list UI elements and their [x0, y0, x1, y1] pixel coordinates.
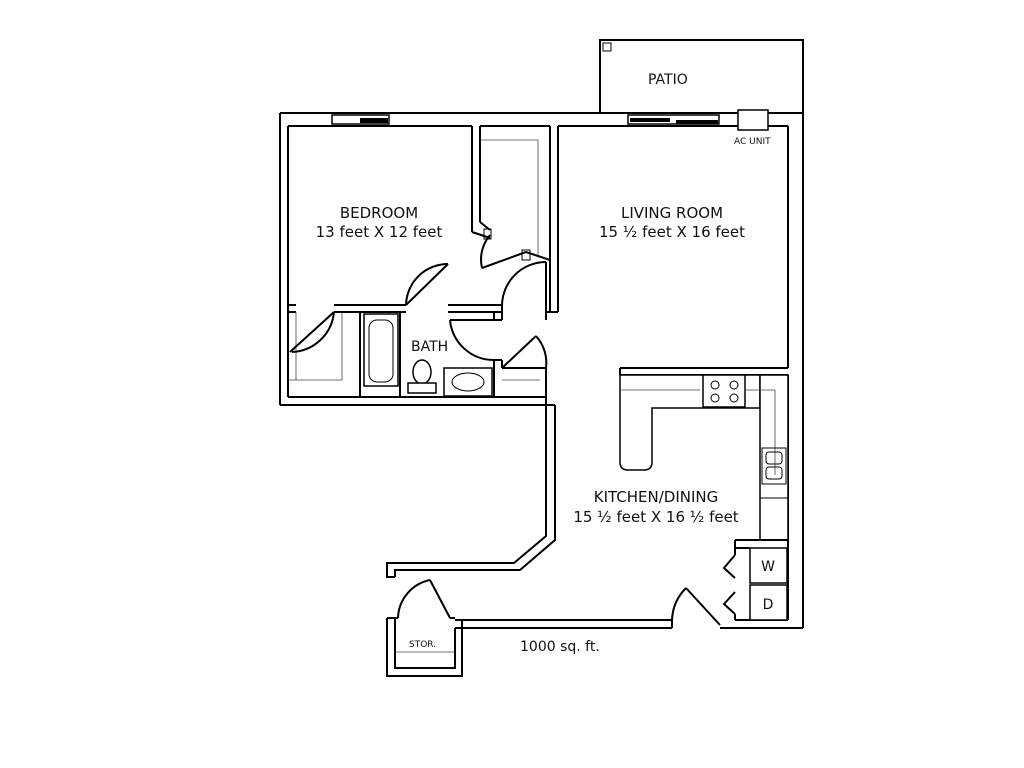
total-area-label: 1000 sq. ft.	[520, 639, 600, 655]
washer-label: W	[761, 559, 775, 575]
ac-unit-label: AC UNIT	[734, 137, 771, 147]
interior-walls	[288, 126, 788, 397]
kitchen-dining-name-label: KITCHEN/DINING	[594, 488, 719, 506]
patio-label: PATIO	[648, 72, 688, 88]
bath-fixtures	[363, 313, 493, 397]
storage-label: STOR.	[409, 640, 436, 650]
doors	[289, 234, 736, 626]
patio-area	[599, 39, 804, 113]
bath-label: BATH	[411, 339, 448, 355]
kitchen-fixtures	[619, 374, 789, 621]
bedroom-size-label: 13 feet X 12 feet	[316, 223, 443, 241]
kitchen-dining-size-label: 15 ½ feet X 16 ½ feet	[573, 508, 738, 526]
dryer-label: D	[763, 597, 774, 613]
windows	[331, 109, 769, 131]
storage-closet	[386, 617, 463, 677]
living-room-size-label: 15 ½ feet X 16 feet	[599, 223, 745, 241]
living-room-name-label: LIVING ROOM	[621, 204, 723, 222]
bedroom-name-label: BEDROOM	[340, 204, 418, 222]
exterior-walls	[279, 112, 804, 629]
